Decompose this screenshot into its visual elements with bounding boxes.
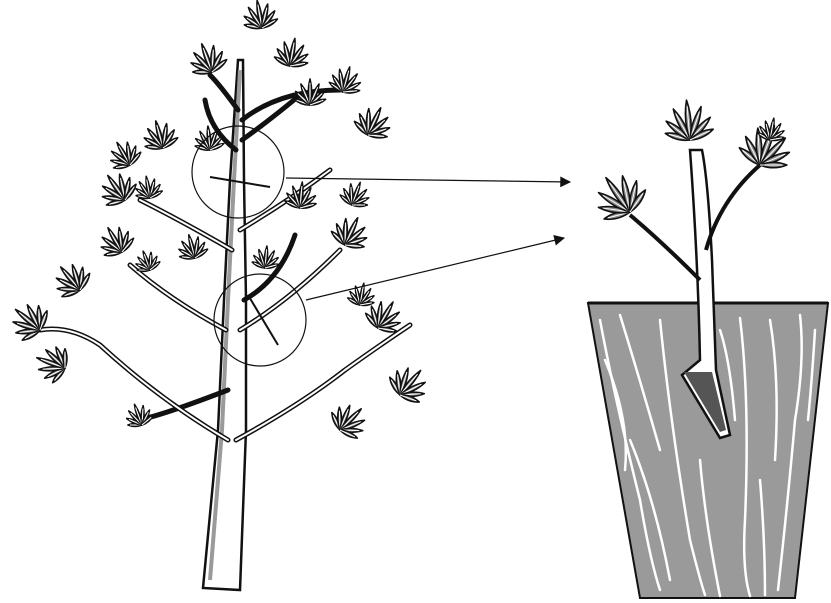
mother-leaf: [241, 0, 279, 31]
callout-arrow-lower: [306, 238, 564, 300]
mother-leaf: [93, 219, 136, 260]
mother-plant-leaves: [3, 0, 435, 443]
mother-leaf: [133, 174, 163, 200]
cutting-leaf: [585, 163, 650, 226]
mother-leaf: [93, 165, 140, 210]
cutting-leaf: [663, 98, 714, 142]
mother-leaf: [273, 36, 311, 69]
mother-plant: [3, 0, 435, 590]
mother-leaf: [3, 295, 52, 345]
mother-leaf: [194, 125, 225, 151]
cutting-side-branch: [706, 165, 760, 250]
mother-leaf: [329, 210, 374, 252]
mother-leaf: [122, 400, 154, 430]
mother-leaf: [47, 255, 94, 301]
mother-leaf: [385, 358, 435, 407]
mother-leaf: [352, 100, 397, 142]
mother-leaf: [252, 245, 280, 269]
mother-leaf: [31, 341, 72, 385]
mother-leaf: [185, 38, 229, 79]
mother-leaf: [327, 396, 374, 443]
callout-arrow-upper: [286, 178, 570, 182]
mother-leaf: [103, 135, 143, 173]
mother-leaf: [338, 178, 373, 210]
mother-leaf: [347, 281, 377, 307]
mother-leaf: [139, 117, 179, 153]
